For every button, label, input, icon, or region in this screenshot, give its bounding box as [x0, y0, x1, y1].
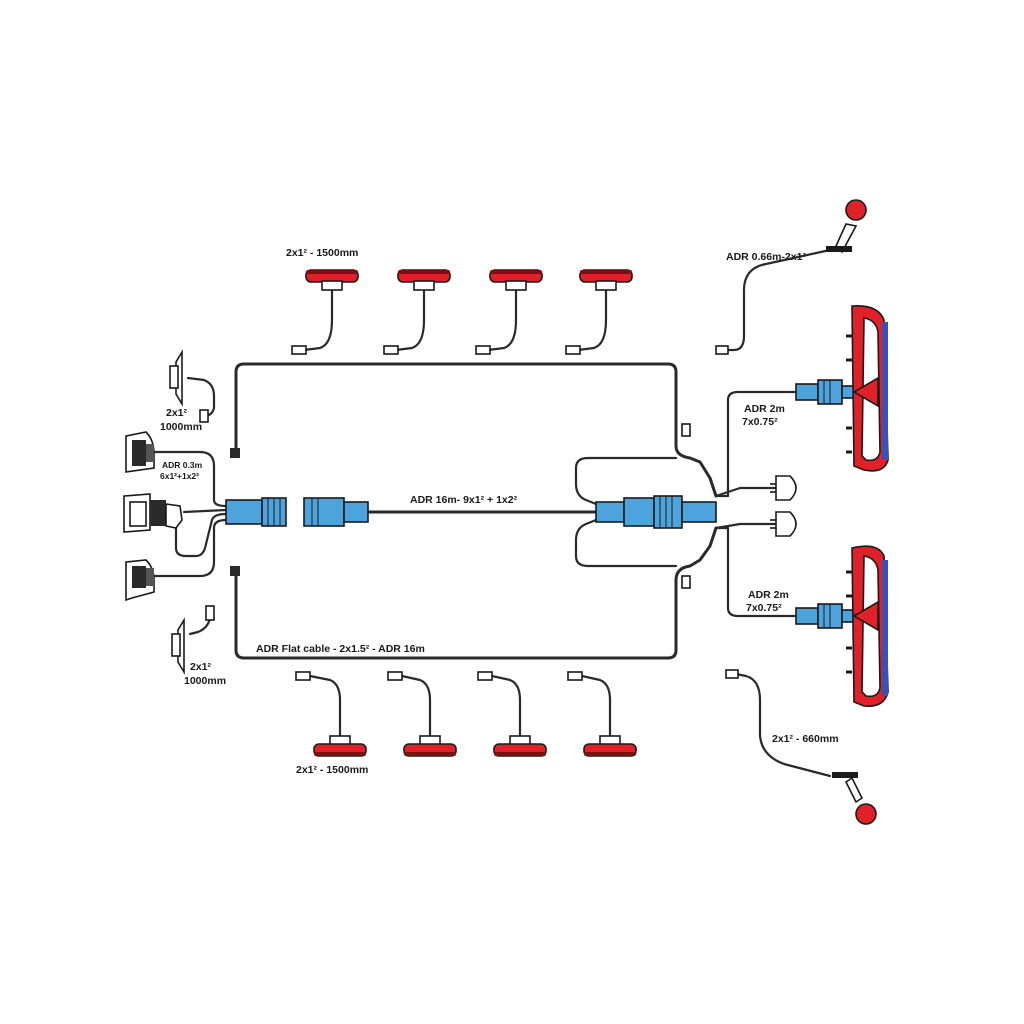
marker-drop-wire — [580, 674, 612, 738]
rear-tail-lamp-bottom — [846, 545, 889, 708]
marker-lamp — [579, 269, 633, 291]
marker-lamp — [397, 269, 451, 291]
bus-end-cap — [230, 448, 240, 458]
label-top-left-lamp-length: 1000mm — [160, 421, 202, 433]
socket-wire — [148, 450, 228, 508]
label-bottom-left-lamp-cable: 2x1² — [190, 661, 212, 673]
plug-tip — [291, 345, 307, 355]
marker-drop-wire — [490, 674, 522, 738]
label-bottom-tail-cable-spec: 7x0.75² — [746, 602, 782, 614]
junction-box — [681, 423, 691, 437]
stalk-wire — [718, 248, 832, 352]
stalk-marker-lamp-top — [715, 199, 867, 355]
marker-lamp — [313, 735, 367, 757]
junction-box — [681, 575, 691, 589]
plug-tip — [295, 671, 311, 681]
tail-connector-top — [795, 379, 855, 405]
right-plug-bottom — [770, 511, 797, 537]
inline-connector — [303, 497, 369, 527]
label-top-marker-cable: 2x1² - 1500mm — [286, 247, 358, 259]
marker-lamp — [493, 735, 547, 757]
label-flat-cable: ADR Flat cable - 2x1.5² - ADR 16m — [256, 643, 425, 655]
tail-lamp-wire — [714, 390, 798, 498]
label-bottom-tail-cable: ADR 2m — [748, 589, 789, 601]
socket-wire — [148, 518, 228, 578]
label-bottom-marker-cable: 2x1² - 1500mm — [296, 764, 368, 776]
label-top-tail-cable: ADR 2m — [744, 403, 785, 415]
label-bottom-stalk-cable: 2x1² - 660mm — [772, 733, 839, 745]
marker-lamp — [403, 735, 457, 757]
label-bottom-left-lamp-length: 1000mm — [184, 675, 226, 687]
labels: 2x1² - 1500mm 2x1² - 1500mm 2x1² 1000mm … — [160, 247, 839, 776]
plug-tip — [565, 345, 581, 355]
stalk-wire — [734, 672, 832, 778]
socket-middle — [123, 493, 183, 533]
right-main-connector — [595, 495, 717, 529]
socket-wire — [182, 508, 228, 514]
marker-drop-wire — [394, 288, 426, 352]
tail-lamp-wire — [714, 526, 798, 618]
marker-lamp — [305, 269, 359, 291]
plug-tip — [477, 671, 493, 681]
label-top-stalk-cable: ADR 0.66m-2x1² — [726, 251, 806, 263]
left-side-lamp-bottom — [171, 605, 215, 675]
tail-connector-bottom — [795, 603, 855, 629]
plug-wire — [714, 522, 778, 530]
bottom-marker-lamps — [295, 671, 637, 757]
plug-tip — [387, 671, 403, 681]
marker-lamp — [583, 735, 637, 757]
bottom-bus-wire — [234, 526, 718, 660]
top-marker-lamps — [291, 269, 633, 355]
bus-end-cap — [230, 566, 240, 576]
plug-tip — [475, 345, 491, 355]
plug-tip — [383, 345, 399, 355]
socket-bottom — [125, 559, 155, 602]
marker-lamp — [489, 269, 543, 291]
label-top-tail-cable-spec: 7x0.75² — [742, 416, 778, 428]
top-bus-wire — [234, 362, 718, 498]
stalk-marker-lamp-bottom — [725, 669, 877, 825]
label-socket-adapter-spec: 6x1²+1x2² — [160, 471, 199, 481]
marker-drop-wire — [576, 288, 608, 352]
right-plug-top — [770, 475, 797, 501]
socket-wire — [174, 512, 228, 558]
left-side-lamp-top — [169, 349, 209, 423]
label-socket-adapter: ADR 0.3m — [162, 460, 203, 470]
marker-drop-wire — [400, 674, 432, 738]
right-lower-loop-wire — [574, 518, 678, 568]
socket-top — [125, 431, 155, 473]
rear-tail-lamp-top — [846, 304, 889, 472]
label-main-cable: ADR 16m- 9x1² + 1x2² — [410, 494, 518, 506]
plug-tip — [567, 671, 583, 681]
plug-wire — [714, 486, 778, 498]
marker-drop-wire — [486, 288, 518, 352]
label-top-left-lamp-cable: 2x1² — [166, 407, 188, 419]
marker-drop-wire — [302, 288, 334, 352]
marker-drop-wire — [308, 674, 342, 738]
left-main-connector — [225, 497, 287, 527]
right-upper-loop-wire — [574, 456, 678, 506]
